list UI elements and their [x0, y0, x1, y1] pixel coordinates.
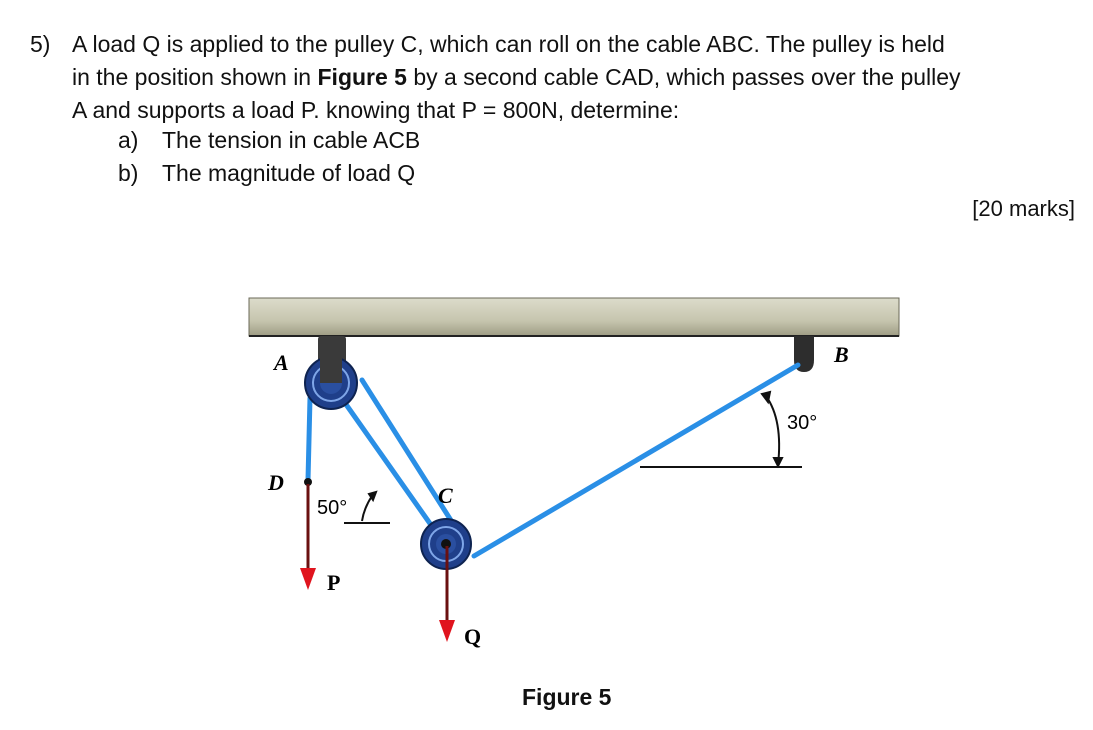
label-a: A: [272, 350, 289, 375]
figure-reference: Figure 5: [317, 64, 407, 90]
part-a: a) The tension in cable ACB: [118, 127, 420, 154]
question-line-2: in the position shown in Figure 5 by a s…: [72, 61, 1082, 94]
question-line-1: A load Q is applied to the pulley C, whi…: [72, 31, 945, 57]
label-d: D: [267, 470, 284, 495]
question-number: 5): [30, 31, 51, 57]
force-q-arrow: [439, 546, 455, 642]
cable-a-to-c-inner: [335, 390, 446, 545]
ceiling-beam: [248, 297, 900, 337]
cable-a-to-c-outer: [359, 377, 455, 525]
label-angle-30: 30°: [787, 412, 817, 434]
label-c: C: [438, 483, 453, 508]
cable-c-to-b: [471, 362, 801, 559]
part-b-text: The magnitude of load Q: [162, 160, 416, 186]
label-angle-50: 50°: [317, 497, 347, 519]
question-line-3: A and supports a load P. knowing that P …: [72, 97, 680, 123]
label-b: B: [833, 342, 849, 367]
cable-a-to-d: [305, 395, 313, 483]
angle-50-marker: [344, 490, 390, 524]
question-line-2-end: by a second cable CAD, which passes over…: [406, 64, 961, 90]
part-a-text: The tension in cable ACB: [162, 127, 421, 153]
question-line-2-start: in the position shown in: [72, 64, 318, 90]
pulley-a: [304, 340, 358, 410]
angle-30-marker: [640, 390, 802, 469]
force-p-arrow: [300, 484, 316, 590]
point-d: [304, 478, 312, 486]
part-a-label: a): [118, 127, 139, 153]
marks-label: [20 marks]: [972, 196, 1075, 221]
label-p: P: [327, 570, 340, 595]
figure-caption: Figure 5: [522, 684, 612, 710]
label-q: Q: [464, 624, 481, 649]
pulley-c: [420, 518, 472, 570]
part-b: b) The magnitude of load Q: [118, 160, 415, 187]
part-b-label: b): [118, 160, 139, 186]
